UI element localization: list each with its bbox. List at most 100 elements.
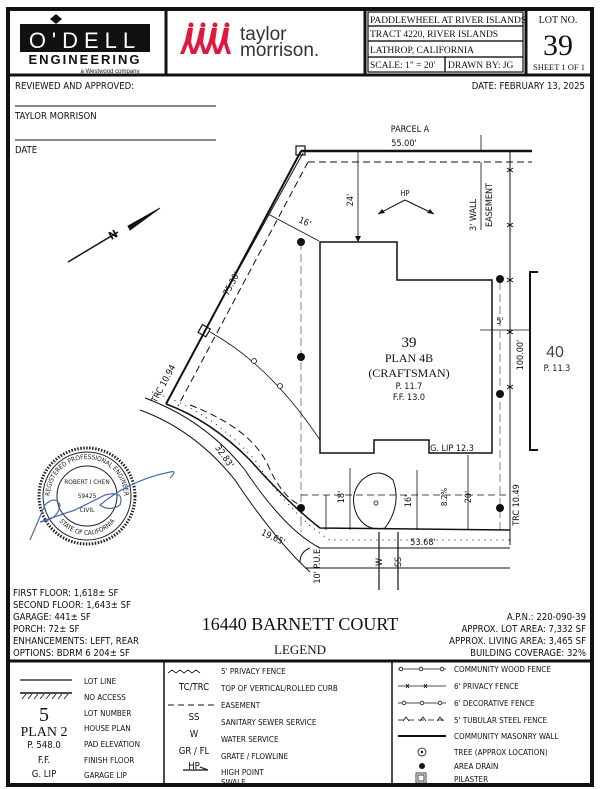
svg-text:18': 18' <box>337 491 347 504</box>
svg-text:G. LIP: G. LIP <box>32 769 56 780</box>
site-plan <box>67 135 538 590</box>
scale: SCALE: 1" = 20' <box>370 61 435 71</box>
project-name: PADDLEWHEEL AT RIVER ISLANDS <box>370 16 526 26</box>
svg-text:39: 39 <box>543 29 573 62</box>
svg-text:P. 11.3: P. 11.3 <box>544 364 571 374</box>
svg-text:HP: HP <box>188 761 200 772</box>
approval-block: REVIEWED AND APPROVED: DATE: FEBRUARY 13… <box>14 81 585 156</box>
svg-text:A.P.N.: 220-090-39: A.P.N.: 220-090-39 <box>507 612 586 623</box>
tree-icon <box>352 472 397 530</box>
area-summary: FIRST FLOOR: 1,618± SF SECOND FLOOR: 1,6… <box>13 588 586 659</box>
svg-text:PORCH: 72± SF: PORCH: 72± SF <box>13 624 80 635</box>
house-footprint <box>319 241 493 454</box>
svg-text:P. 548.0: P. 548.0 <box>27 740 61 751</box>
address: 16440 BARNETT COURT <box>202 614 399 634</box>
svg-text:SS: SS <box>189 712 200 723</box>
svg-text:10' P.U.E.: 10' P.U.E. <box>313 546 323 583</box>
svg-text:ENHANCEMENTS: LEFT, REAR: ENHANCEMENTS: LEFT, REAR <box>13 636 139 647</box>
svg-text:WATER SERVICE: WATER SERVICE <box>221 735 279 744</box>
odell-logo: O'DELL ENGINEERING a Westwood company <box>20 14 150 75</box>
svg-text:55.00': 55.00' <box>391 139 416 149</box>
drawn-by: DRAWN BY: JG <box>448 61 514 71</box>
svg-text:SECOND FLOOR: 1,643± SF: SECOND FLOOR: 1,643± SF <box>13 600 131 611</box>
north-arrow-icon <box>67 207 161 263</box>
svg-text:APPROX. LIVING AREA: 3,465 SF: APPROX. LIVING AREA: 3,465 SF <box>449 636 586 647</box>
svg-text:GARAGE: 441± SF: GARAGE: 441± SF <box>13 612 91 623</box>
svg-text:39: 39 <box>402 335 417 351</box>
pilaster-icon <box>197 323 212 338</box>
svg-text:CIVIL: CIVIL <box>80 506 96 514</box>
svg-text:BUILDING COVERAGE: 32%: BUILDING COVERAGE: 32% <box>470 648 586 659</box>
svg-text:HOUSE PLAN: HOUSE PLAN <box>84 724 131 733</box>
svg-text:ROBERT I CHEN: ROBERT I CHEN <box>64 478 110 486</box>
svg-text:5' PRIVACY FENCE: 5' PRIVACY FENCE <box>221 667 286 676</box>
svg-text:ENGINEERING: ENGINEERING <box>28 52 141 67</box>
svg-text:DATE: FEBRUARY 13, 2025: DATE: FEBRUARY 13, 2025 <box>472 81 585 92</box>
svg-text:AREA DRAIN: AREA DRAIN <box>454 762 498 771</box>
svg-text:P. 11.7: P. 11.7 <box>396 382 423 392</box>
svg-text:COMMUNITY MASONRY WALL: COMMUNITY MASONRY WALL <box>454 732 559 741</box>
signature <box>29 471 175 541</box>
svg-text:W: W <box>375 558 385 566</box>
svg-text:PARCEL A: PARCEL A <box>391 125 430 135</box>
svg-text:53.68': 53.68' <box>410 538 435 548</box>
svg-text:100.00': 100.00' <box>516 340 526 371</box>
svg-text:SS: SS <box>394 557 404 567</box>
svg-text:G. LIP 12.3: G. LIP 12.3 <box>430 444 474 454</box>
svg-text:LOT LINE: LOT LINE <box>84 677 117 686</box>
svg-text:SANITARY SEWER SERVICE: SANITARY SEWER SERVICE <box>221 718 317 727</box>
svg-text:TAYLOR MORRISON: TAYLOR MORRISON <box>14 111 97 122</box>
svg-text:REVIEWED AND APPROVED:: REVIEWED AND APPROVED: <box>15 81 134 92</box>
svg-text:6' DECORATIVE FENCE: 6' DECORATIVE FENCE <box>454 699 535 708</box>
title-block: O'DELL ENGINEERING a Westwood company ta… <box>8 9 592 77</box>
svg-text:24': 24' <box>346 194 356 207</box>
svg-text:16': 16' <box>404 495 414 508</box>
svg-text:16': 16' <box>297 216 313 230</box>
svg-text:GR / FL: GR / FL <box>179 746 210 757</box>
tract: TRACT 4220, RIVER ISLANDS <box>370 30 498 40</box>
svg-text:GRATE / FLOWLINE: GRATE / FLOWLINE <box>221 752 289 761</box>
svg-text:GARAGE LIP: GARAGE LIP <box>84 771 127 780</box>
sheet-border <box>6 7 594 787</box>
svg-text:5': 5' <box>496 317 503 327</box>
svg-text:SWALE: SWALE <box>221 778 246 787</box>
legend-title: LEGEND <box>274 642 326 657</box>
svg-text:DATE: DATE <box>15 145 37 156</box>
svg-text:TRC 10.49: TRC 10.49 <box>512 484 522 527</box>
area-drain-icon <box>419 763 425 769</box>
legend: 5 PLAN 2 P. 548.0 F.F. G. LIP LOT LINE N… <box>8 659 592 787</box>
taylor-morrison-logo: taylor morrison. <box>180 22 319 61</box>
pilaster-icon <box>415 772 427 784</box>
svg-text:8.2%: 8.2% <box>440 488 449 506</box>
lot-number-box: LOT NO. 39 SHEET 1 OF 1 <box>533 15 585 72</box>
pilaster-icon <box>295 145 306 156</box>
svg-text:5' TUBULAR STEEL FENCE: 5' TUBULAR STEEL FENCE <box>454 716 548 725</box>
people-icon <box>180 22 231 54</box>
svg-text:OPTIONS: BDRM 6 204± SF: OPTIONS: BDRM 6 204± SF <box>13 648 130 659</box>
svg-text:3' WALL: 3' WALL <box>469 199 479 232</box>
svg-text:PILASTER: PILASTER <box>454 775 488 784</box>
svg-text:W: W <box>190 729 199 740</box>
project-info: PADDLEWHEEL AT RIVER ISLANDS TRACT 4220,… <box>367 11 526 73</box>
svg-text:(CRAFTSMAN): (CRAFTSMAN) <box>368 366 449 380</box>
city: LATHROP, CALIFORNIA <box>370 46 474 56</box>
svg-text:APPROX. LOT AREA: 7,332 SF: APPROX. LOT AREA: 7,332 SF <box>461 624 586 635</box>
svg-text:taylor: taylor <box>240 24 287 45</box>
svg-text:TREE (APPROX LOCATION): TREE (APPROX LOCATION) <box>453 748 548 757</box>
svg-text:LOT NO.: LOT NO. <box>539 15 578 26</box>
svg-text:PLAN 2: PLAN 2 <box>20 725 67 740</box>
svg-text:40: 40 <box>546 344 564 361</box>
svg-text:HIGH POINT: HIGH POINT <box>221 768 264 777</box>
svg-text:HP: HP <box>400 189 409 198</box>
svg-text:6' PRIVACY FENCE: 6' PRIVACY FENCE <box>454 682 519 691</box>
svg-text:EASEMENT: EASEMENT <box>221 701 261 710</box>
svg-text:LOT NUMBER: LOT NUMBER <box>84 709 131 718</box>
svg-text:5: 5 <box>39 704 49 726</box>
svg-text:TC/TRC: TC/TRC <box>178 682 209 693</box>
svg-text:FIRST FLOOR: 1,618± SF: FIRST FLOOR: 1,618± SF <box>13 588 119 599</box>
svg-text:FINISH FLOOR: FINISH FLOOR <box>84 756 134 765</box>
svg-text:PLAN 4B: PLAN 4B <box>385 351 433 365</box>
svg-text:EASEMENT: EASEMENT <box>485 183 495 227</box>
svg-text:NO ACCESS: NO ACCESS <box>84 693 126 702</box>
svg-text:O'DELL: O'DELL <box>29 28 141 53</box>
